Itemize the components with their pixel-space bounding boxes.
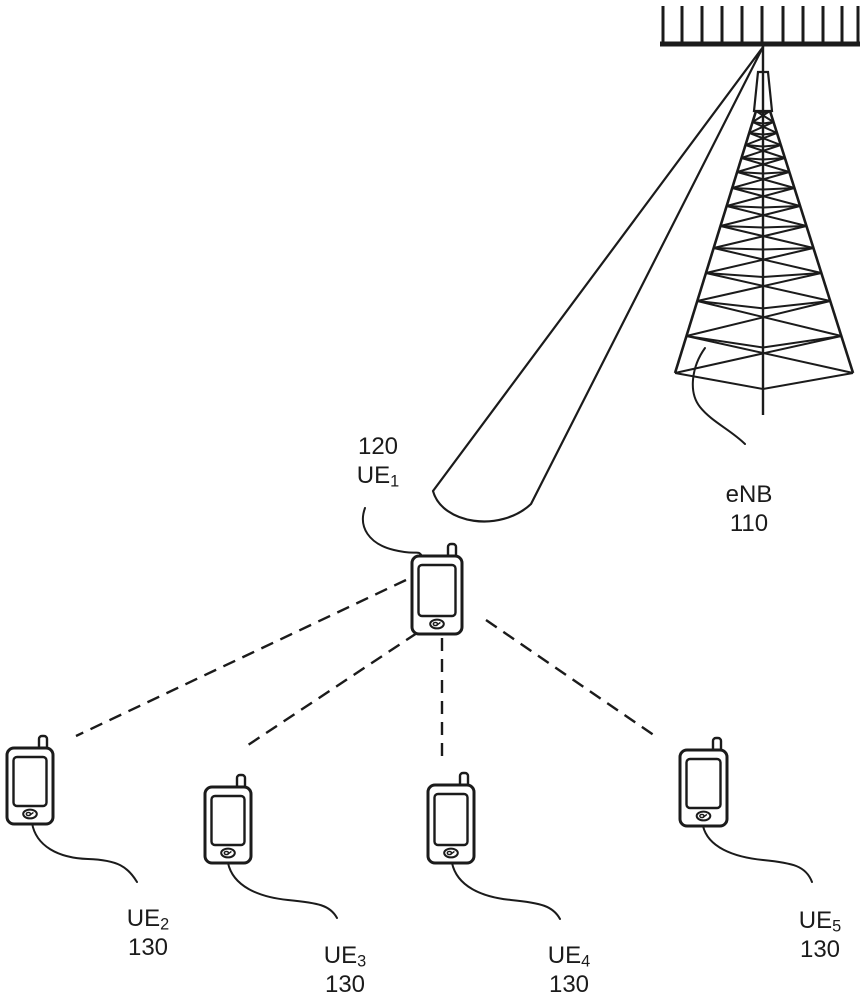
- ue4-ref: 130: [548, 971, 590, 998]
- ue5-leader: [702, 825, 813, 883]
- d2d-link-ue3: [241, 631, 418, 751]
- ue3-name: UE3: [323, 942, 367, 971]
- ue1-leader: [361, 507, 423, 557]
- enb-leader: [691, 347, 746, 445]
- ue1-label: 120 UE1: [357, 432, 399, 490]
- enb-tower-icon: [660, 6, 860, 415]
- enb-name: eNB: [725, 481, 773, 508]
- ue4-name: UE4: [547, 942, 591, 971]
- ue3-phone-icon: [203, 773, 253, 865]
- enb-label: eNB 110: [726, 480, 773, 538]
- ue2-phone-icon: [5, 734, 55, 826]
- ue3-ref: 130: [324, 971, 366, 998]
- ue5-label: UE5 130: [799, 906, 841, 964]
- leader-lines: [31, 347, 813, 920]
- d2d-link-ue2: [75, 578, 407, 738]
- ue1-phone-icon: [410, 542, 464, 636]
- ue5-name: UE5: [798, 907, 842, 936]
- ue-devices: [5, 542, 729, 865]
- ue2-label: UE2 130: [127, 904, 169, 962]
- ue2-leader: [31, 822, 138, 883]
- transmission-beam: [431, 45, 765, 523]
- ue4-label: UE4 130: [548, 941, 590, 999]
- ue2-ref: 130: [127, 934, 169, 961]
- ue4-leader: [451, 862, 561, 920]
- ue1-name: UE1: [356, 462, 400, 491]
- ue2-name: UE2: [126, 905, 170, 934]
- beam-cone-icon: [431, 45, 765, 523]
- d2d-link-ue5: [485, 619, 659, 739]
- d2d-dashed-links: [75, 578, 659, 762]
- ue4-phone-icon: [426, 771, 476, 865]
- enb-ref: 110: [729, 510, 769, 537]
- ue5-phone-icon: [678, 736, 729, 828]
- ue1-ref: 120: [357, 433, 399, 460]
- ue5-ref: 130: [799, 936, 841, 963]
- ue3-leader: [227, 862, 338, 919]
- ue3-label: UE3 130: [324, 941, 366, 999]
